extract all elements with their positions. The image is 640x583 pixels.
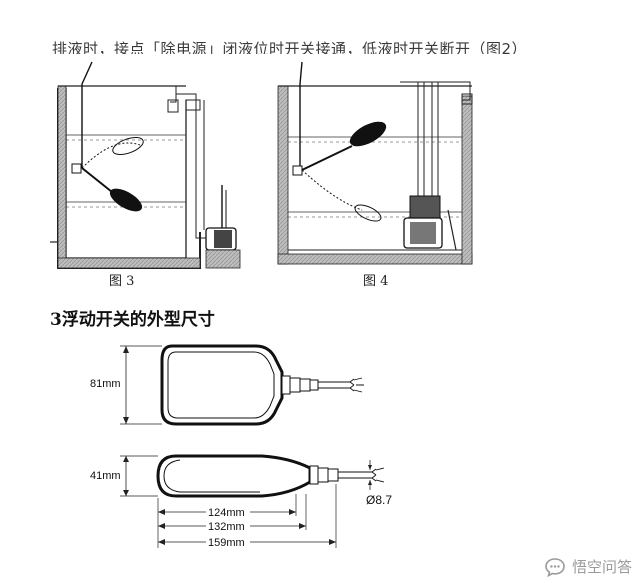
dim-81mm: 81mm <box>90 378 121 390</box>
float-side-view <box>156 454 385 498</box>
figure-3-tank <box>50 61 241 269</box>
speech-bubble-icon <box>545 557 565 577</box>
figure-4-tank <box>277 61 473 265</box>
dim-132mm: 132mm <box>208 521 245 533</box>
watermark: 悟空问答 <box>544 556 632 577</box>
figure-3-caption: 图 3 <box>109 274 135 289</box>
dim-41mm: 41mm <box>90 470 121 482</box>
figure-4-caption: 图 4 <box>363 274 389 289</box>
dim-159mm: 159mm <box>208 537 245 549</box>
dim-diameter: Ø8.7 <box>366 493 392 507</box>
section-heading: 3浮动开关的外型尺寸 <box>50 310 215 330</box>
float-top-view <box>160 344 364 426</box>
dim-124mm: 124mm <box>208 507 245 519</box>
watermark-text: 悟空问答 <box>571 558 632 576</box>
top-cut-text: 排液时，接点「除电源」闭液位时开关接通，低液时开关断开（图2） <box>52 40 528 54</box>
tank-diagrams <box>50 61 473 269</box>
